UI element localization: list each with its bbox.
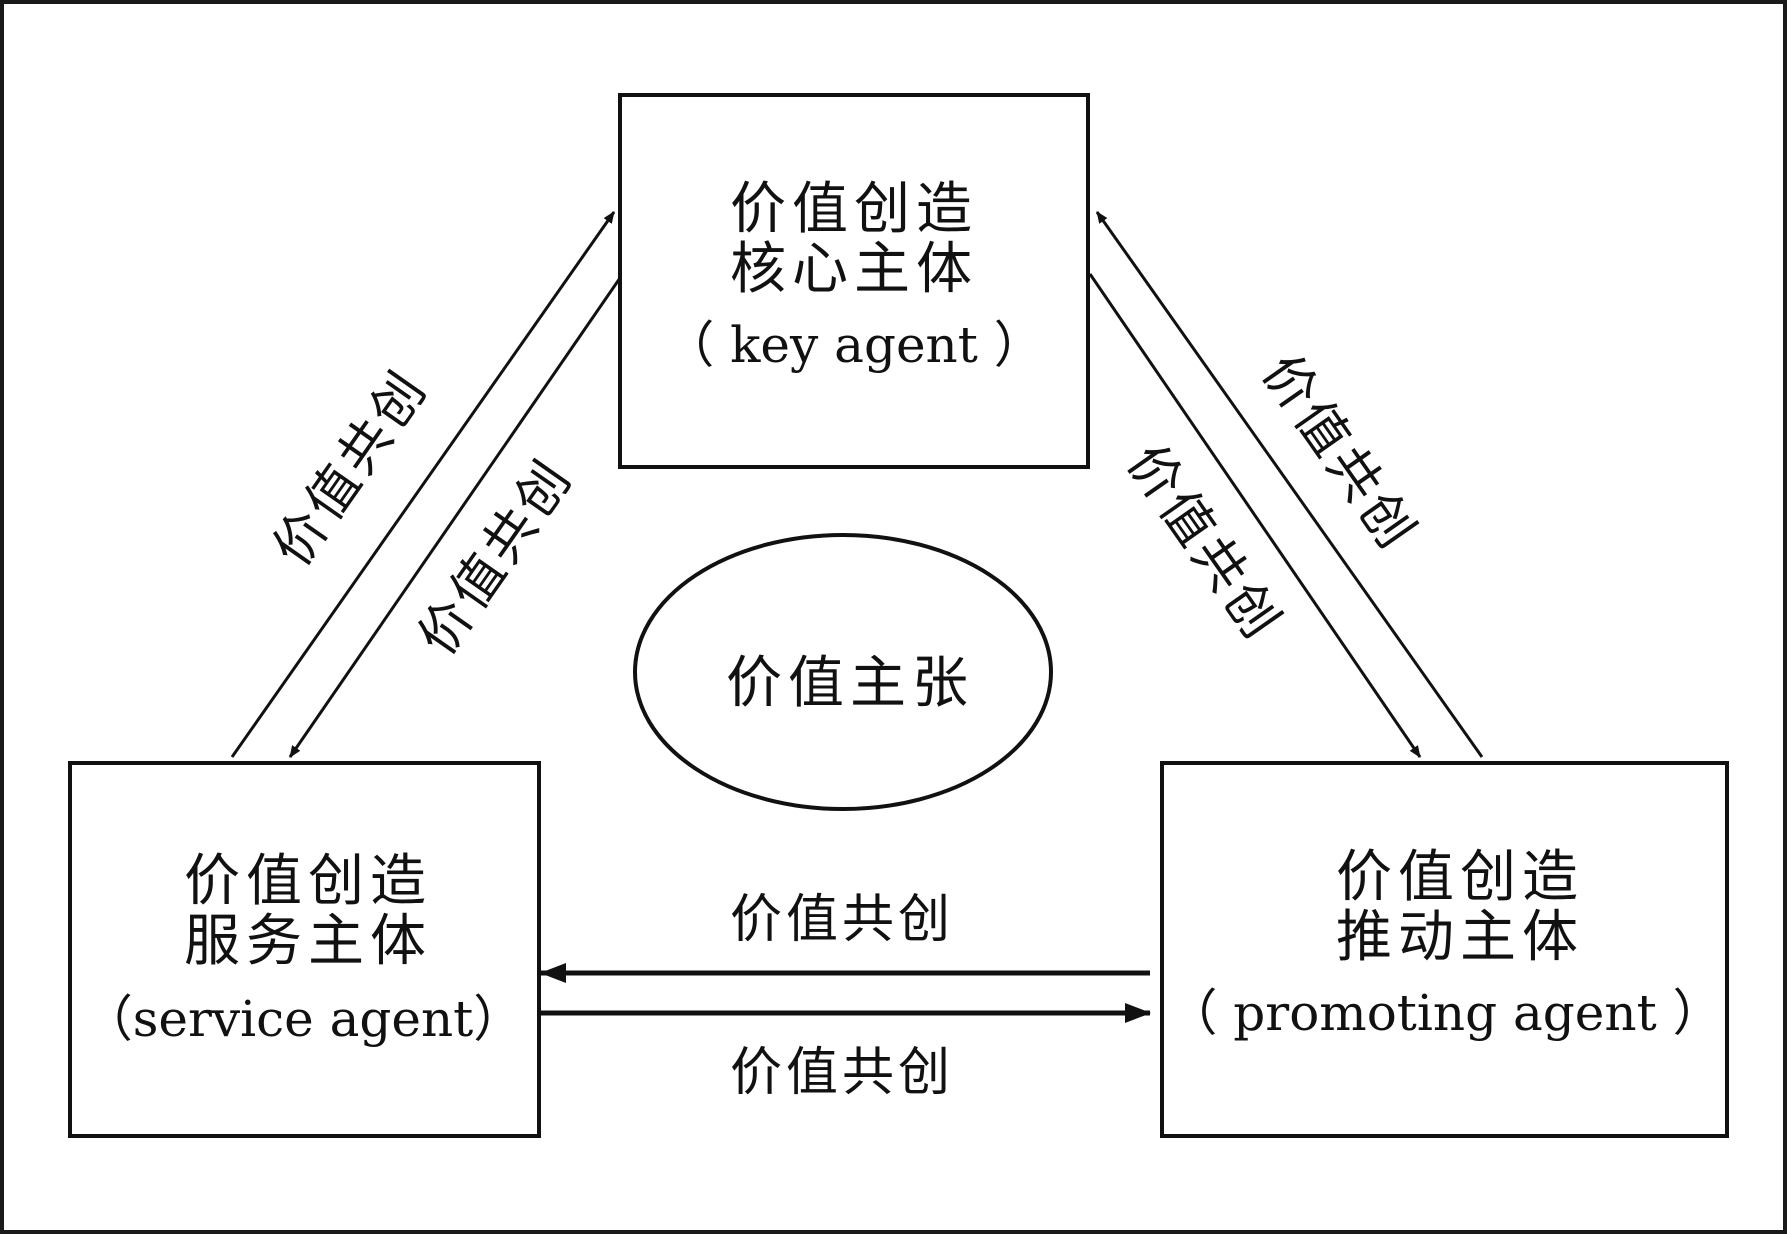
node-key-agent-box xyxy=(618,93,1090,469)
edge-key-to-promoting-label: 价值共创 xyxy=(1115,434,1293,652)
node-service-agent-box xyxy=(68,761,541,1138)
edge-key-to-service-arrow xyxy=(288,277,622,758)
node-service-agent-line3: （service agent） xyxy=(83,990,524,1048)
node-key-agent-line3: （ key agent ） xyxy=(664,316,1044,374)
node-promoting-agent-line2: 推动主体 xyxy=(1336,905,1584,970)
edge-service-to-key-arrow xyxy=(230,211,616,758)
value-proposition-label: 价值主张 xyxy=(726,651,974,716)
edge-service-to-key-label: 价值共创 xyxy=(262,359,440,577)
edge-promoting-to-key-arrow xyxy=(1095,211,1484,758)
node-key-agent: 价值创造 核心主体 （ key agent ） xyxy=(618,93,1090,469)
edge-service-to-promoting-label: 价值共创 xyxy=(730,1043,954,1103)
edge-promoting-to-service-label: 价值共创 xyxy=(730,890,954,950)
node-service-agent: 价值创造 服务主体 （service agent） xyxy=(68,761,541,1138)
value-proposition-ellipse xyxy=(633,533,1053,811)
node-key-agent-line2: 核心主体 xyxy=(730,237,978,302)
edge-key-to-service-label: 价值共创 xyxy=(407,448,585,666)
node-promoting-agent: 价值创造 推动主体 （ promoting agent ） xyxy=(1160,761,1729,1138)
edge-promoting-to-key-label: 价值共创 xyxy=(1250,344,1428,562)
node-promoting-agent-line1: 价值创造 xyxy=(1336,845,1584,910)
node-key-agent-line1: 价值创造 xyxy=(730,177,978,242)
node-promoting-agent-line3: （ promoting agent ） xyxy=(1167,984,1722,1042)
node-value-proposition: 价值主张 xyxy=(633,533,1053,811)
node-service-agent-line2: 服务主体 xyxy=(184,909,432,974)
node-promoting-agent-box xyxy=(1160,761,1729,1138)
edge-key-to-promoting-arrow xyxy=(1088,273,1422,758)
node-service-agent-line1: 价值创造 xyxy=(184,849,432,914)
